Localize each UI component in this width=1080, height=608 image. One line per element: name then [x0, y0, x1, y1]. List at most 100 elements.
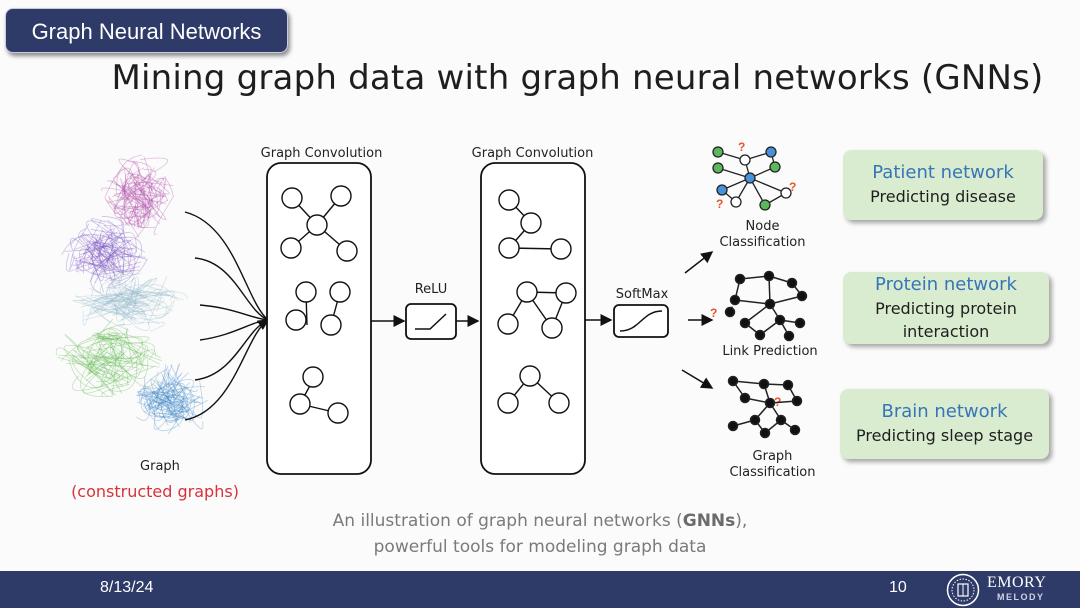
hairball-strand [152, 383, 175, 405]
hairball-strand [79, 239, 131, 256]
hairball-strand [121, 181, 159, 210]
hairball-strand [144, 385, 177, 420]
hairball-strand [120, 177, 127, 200]
hairball-strand [109, 327, 129, 368]
hairball-strand [94, 249, 124, 284]
hairball-strand [109, 180, 137, 193]
hairball-strand [129, 277, 158, 297]
hairball-strand [104, 218, 124, 227]
hairball-strand [127, 182, 167, 225]
hairball-strand [80, 342, 114, 398]
hairball-strand [113, 186, 136, 215]
hairball-strand [130, 193, 162, 213]
hairball-strand [161, 396, 198, 426]
hairball-strand [114, 193, 165, 200]
hairball-strand [106, 219, 125, 280]
node-classification-graph [712, 146, 792, 211]
hairball-strand [80, 235, 117, 267]
hairball-strand [181, 395, 200, 414]
hairball-strand [84, 233, 114, 256]
hairball-strand [146, 182, 153, 213]
hairball-strand [124, 199, 141, 225]
hairball-strand [101, 234, 121, 270]
hairball-strand [98, 233, 142, 268]
graph-classification-line1: Graph [752, 449, 793, 464]
input-graph-image [55, 154, 208, 435]
hairball-strand [178, 390, 192, 413]
question-mark: ? [716, 197, 723, 211]
card-title: Protein network [875, 274, 1017, 295]
hairball-strand [153, 393, 187, 430]
hairball-strand [133, 176, 164, 197]
hairball-strand [152, 395, 187, 410]
hairball-strand [109, 197, 141, 222]
hairball-strand [127, 282, 136, 315]
hairball-strand [115, 167, 136, 201]
hairball-strand [159, 381, 187, 418]
hairball-strand [121, 177, 164, 197]
hairball-strand [140, 393, 197, 417]
hairball-strand [127, 182, 151, 226]
hairball-strand [165, 372, 170, 400]
hairball-strand [144, 382, 176, 422]
hairball-strand [77, 335, 118, 360]
hairball-strand [79, 222, 126, 266]
hairball-strand [100, 187, 145, 197]
hairball-strand [100, 278, 137, 314]
hairball-strand [82, 349, 132, 387]
hairball-strand [113, 195, 141, 210]
hairball-strand [86, 240, 115, 283]
hairball-strand [129, 175, 161, 218]
hairball-strand [87, 345, 124, 388]
hairball-strand [91, 334, 163, 362]
hairball-strand [167, 373, 183, 409]
relu-label: ReLU [414, 282, 448, 297]
hairball-strand [82, 290, 135, 305]
hairball-strand [75, 254, 137, 273]
hairball-strand [68, 359, 113, 389]
hairball-strand [167, 372, 188, 412]
hairball-strand [102, 295, 148, 316]
hairball-strand [102, 327, 145, 370]
hairball-strand [122, 205, 147, 215]
hairball-strand [163, 364, 182, 385]
hairball-strand [167, 388, 184, 403]
hairball-strand [139, 387, 169, 410]
hairball-strand [148, 395, 173, 412]
hairball-strand [127, 189, 152, 208]
hairball-strand [101, 383, 130, 397]
hairball-strand [81, 236, 107, 270]
hairball-strand [90, 291, 189, 309]
hairball-strand [156, 395, 189, 422]
hairball-strand [111, 275, 132, 286]
hairball-strand [101, 229, 133, 255]
hairball-strand [105, 332, 139, 354]
hairball-strand [115, 301, 138, 322]
input-graph-sublabel: (constructed graphs) [71, 482, 239, 501]
hairball-strand [106, 298, 145, 315]
hairball-strand [83, 308, 118, 321]
hairball-strand [83, 281, 136, 317]
footer-bar: 8/13/24 10 EMORY MELODY [0, 571, 1080, 608]
hairball-strand [101, 342, 155, 360]
hairball-strand [134, 196, 139, 229]
hairball-strand [78, 228, 110, 260]
hairball-strand [106, 288, 160, 324]
hairball-strand [74, 236, 125, 258]
hairball-strand [152, 390, 185, 399]
hairball-strand [133, 288, 168, 300]
hairball-strand [110, 301, 146, 323]
hairball-strand [170, 364, 185, 404]
hairball-strand [148, 369, 170, 411]
graph-classification-label: Graph Classification [715, 449, 830, 481]
hairball-strand [163, 386, 169, 395]
hairball-strand [136, 395, 177, 423]
hairball-strand [114, 297, 149, 305]
hairball-strand [82, 244, 118, 275]
hairball-strand [92, 297, 130, 331]
hairball-strand [79, 248, 120, 280]
hairball-strand [70, 237, 93, 255]
hairball-strand [95, 234, 111, 263]
hairball-strand [110, 225, 115, 276]
hairball-strand [146, 386, 189, 406]
